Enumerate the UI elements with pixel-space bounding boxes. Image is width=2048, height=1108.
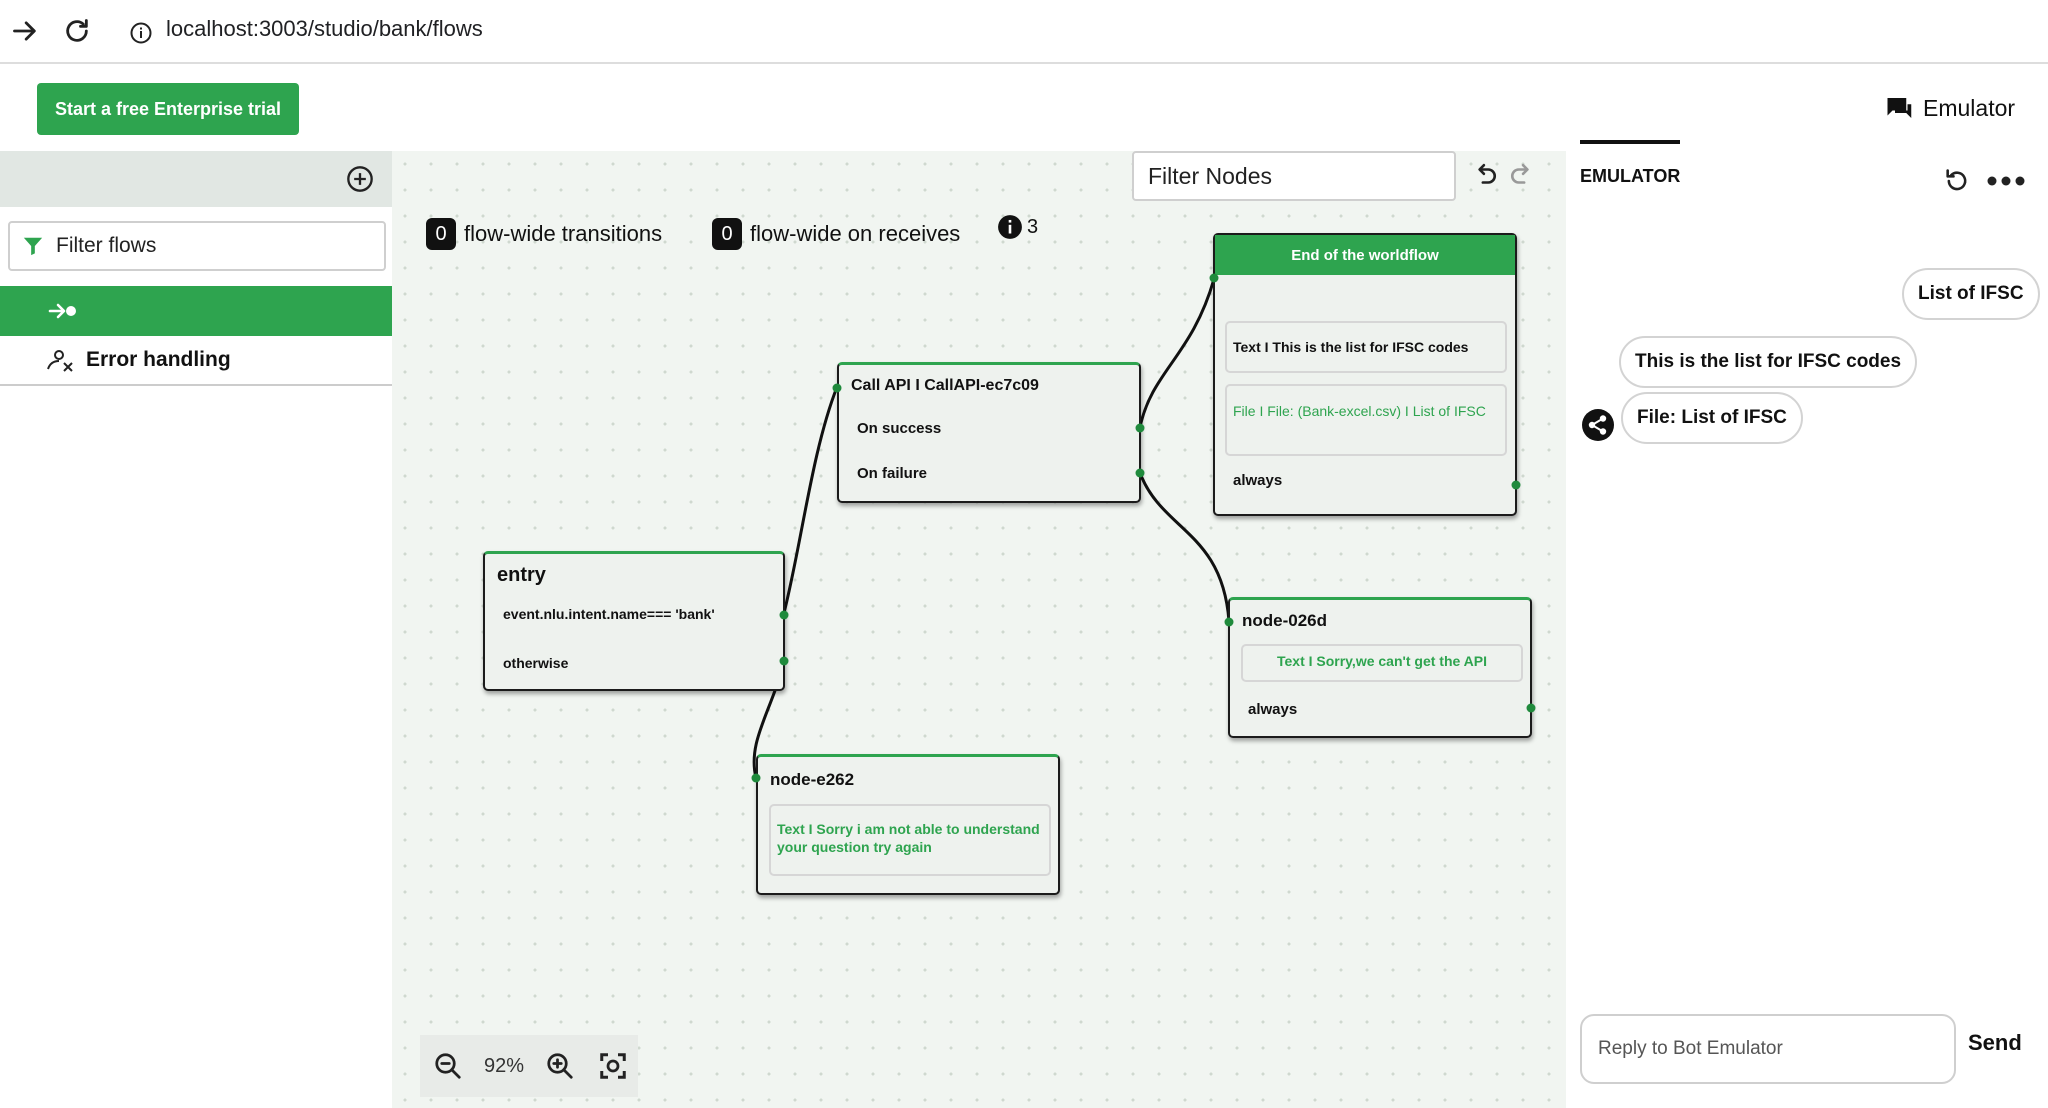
flow-wide-transitions-label: flow-wide transitions	[464, 221, 663, 246]
enterprise-trial-button[interactable]: Start a free Enterprise trial	[37, 83, 299, 135]
transition-always[interactable]: always	[1233, 472, 1283, 489]
sidebar-item-main-flow[interactable]	[0, 286, 392, 336]
node-title: node-026d	[1242, 611, 1328, 630]
node-connections	[752, 278, 1231, 779]
tab-emulator[interactable]: EMULATOR	[1580, 140, 1680, 190]
flow-wide-receives[interactable]: 0 flow-wide on receives	[712, 218, 960, 250]
filter-flows-label: Filter flows	[56, 234, 157, 257]
send-button[interactable]: Send	[1968, 1030, 2022, 1055]
zoom-level: 92%	[483, 1054, 525, 1077]
message-bot-file[interactable]: File: List of IFSC	[1621, 392, 1803, 444]
site-info-icon[interactable]	[127, 19, 155, 47]
emulator-toggle-button[interactable]: Emulator	[1885, 90, 2015, 126]
redo-icon[interactable]	[1507, 161, 1537, 191]
address-bar[interactable]: localhost:3003/studio/bank/flows	[166, 16, 483, 41]
content-item-file[interactable]: File I File: (Bank-excel.csv) I List of …	[1225, 384, 1507, 456]
flow-info[interactable]: 3	[997, 214, 1038, 240]
emulator-panel: EMULATOR List of IFSC This is the list f…	[1566, 140, 2048, 1108]
zoom-out-icon[interactable]	[420, 1038, 476, 1094]
node-title: Call API I CallAPI-ec7c09	[851, 377, 1039, 394]
sidebar-header	[0, 151, 392, 207]
entry-flow-icon	[48, 299, 78, 328]
flow-wide-receives-count: 0	[712, 218, 742, 250]
transition-on-failure[interactable]: On failure	[857, 465, 928, 482]
sidebar-item-error-handling[interactable]: Error handling	[0, 336, 392, 386]
flow-canvas[interactable]: 0 flow-wide transitions 0 flow-wide on r…	[392, 151, 1566, 1108]
transition-always[interactable]: always	[1248, 701, 1298, 718]
flow-wide-transitions-count: 0	[426, 218, 456, 250]
flow-wide-receives-label: flow-wide on receives	[750, 221, 961, 246]
fit-view-icon[interactable]	[588, 1038, 638, 1094]
bot-avatar-icon	[1581, 408, 1615, 442]
reply-input[interactable]	[1582, 1016, 1954, 1082]
flows-sidebar: Filter flows Error handling	[0, 151, 392, 1108]
zoom-toolbar: 92%	[420, 1035, 638, 1097]
reload-icon[interactable]	[60, 14, 94, 48]
emulator-chat-icon	[1885, 93, 1915, 123]
message-bot: This is the list for IFSC codes	[1619, 336, 1918, 388]
error-handling-icon	[46, 347, 76, 373]
node-title: node-e262	[770, 770, 855, 789]
forward-arrow-icon[interactable]	[8, 14, 42, 48]
sidebar-item-label: Error handling	[86, 348, 231, 371]
zoom-in-icon[interactable]	[532, 1038, 588, 1094]
flow-wide-transitions[interactable]: 0 flow-wide transitions	[426, 218, 662, 250]
content-item-text[interactable]: Text I This is the list for IFSC codes	[1225, 321, 1507, 373]
transition-otherwise[interactable]: otherwise	[503, 655, 569, 671]
reset-conversation-icon[interactable]	[1940, 164, 1974, 198]
content-item-text[interactable]: Text I Sorry i am not able to understand…	[769, 804, 1051, 876]
transition-on-success[interactable]: On success	[857, 420, 942, 437]
message-user: List of IFSC	[1902, 268, 2040, 320]
node-entry[interactable]: entry event.nlu.intent.name=== 'bank' ot…	[483, 551, 785, 691]
transition-condition[interactable]: event.nlu.intent.name=== 'bank'	[503, 606, 715, 622]
reply-input-box[interactable]	[1580, 1014, 1956, 1084]
info-count: 3	[1027, 215, 1039, 238]
filter-funnel-icon	[22, 235, 44, 257]
tab-emulator-label: EMULATOR	[1580, 166, 1681, 186]
browser-bar: localhost:3003/studio/bank/flows	[0, 0, 2048, 64]
node-title: entry	[497, 564, 546, 586]
emulator-label: Emulator	[1923, 94, 2016, 121]
content-item-text[interactable]: Text I Sorry,we can't get the API	[1241, 644, 1523, 682]
filter-flows-input[interactable]: Filter flows	[8, 221, 386, 271]
node-end-of-worldflow[interactable]: End of the worldflow Text I This is the …	[1213, 233, 1517, 516]
node-026d[interactable]: node-026d Text I Sorry,we can't get the …	[1228, 597, 1532, 738]
more-options-icon[interactable]	[1984, 164, 2028, 198]
info-icon	[997, 214, 1023, 240]
node-title: End of the worldflow	[1215, 235, 1515, 275]
undo-icon[interactable]	[1470, 161, 1500, 191]
add-flow-icon[interactable]	[345, 164, 375, 194]
node-call-api[interactable]: Call API I CallAPI-ec7c09 On success On …	[837, 362, 1141, 503]
filter-nodes-input[interactable]: Filter Nodes	[1132, 151, 1456, 201]
node-e262[interactable]: node-e262 Text I Sorry i am not able to …	[756, 754, 1060, 895]
